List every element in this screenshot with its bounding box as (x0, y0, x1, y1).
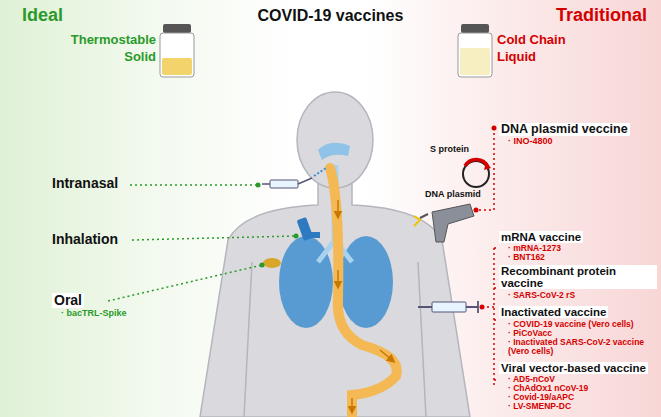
route-label: S protein (430, 145, 469, 155)
vaccine-group: Viral vector-based vaccine· AD5-nCoV· Ch… (499, 359, 657, 411)
nasal-syringe (262, 168, 326, 188)
group-heading: Recombinant protein vaccine (499, 265, 657, 289)
vaccine-group: DNA plasmid veccine· INO-4800 (499, 120, 657, 146)
route-label: Solid (60, 50, 156, 64)
route-label: Traditional (556, 6, 647, 26)
plasmid-symbol (463, 160, 491, 187)
vaccine-item: · PiCoVacc (499, 329, 657, 338)
vaccine-item: · mRNA-1273 (499, 244, 657, 253)
vaccine-item: · bacTRL-Spike (52, 309, 162, 318)
vaccine-group: Oral· bacTRL-Spike (52, 292, 162, 318)
vaccine-group: mRNA vaccine· mRNA-1273· BNT162 (499, 228, 657, 263)
route-label: Thermostable (60, 33, 156, 47)
route-label: DNA plasmid (425, 190, 481, 200)
route-label: Liquid (497, 50, 536, 64)
group-heading: mRNA vaccine (499, 231, 583, 243)
route-label: Ideal (22, 6, 63, 26)
vaccine-item: · Inactivated SARS-CoV-2 vaccine (Vero c… (499, 338, 657, 356)
injection-gun (414, 204, 474, 242)
leader-dots (256, 183, 299, 268)
vaccine-item: · INO-4800 (499, 137, 657, 146)
vaccine-item: · Covid-19/aAPC (499, 393, 657, 402)
leader-lines (108, 185, 296, 301)
vaccine-item: · AD5-nCoV (499, 375, 657, 384)
group-heading: DNA plasmid veccine (499, 123, 630, 136)
inhaler (297, 217, 320, 241)
route-label: Inhalation (52, 232, 118, 247)
solid-vial (160, 24, 194, 77)
oral-pill (263, 258, 281, 268)
vaccine-item: · LV-SMENP-DC (499, 402, 657, 411)
route-label: Cold Chain (497, 33, 566, 47)
group-heading: Viral vector-based vaccine (499, 362, 648, 374)
route-label: Intranasal (52, 176, 118, 191)
vaccine-item: · COVID-19 vaccine (Vero cells) (499, 320, 657, 329)
vaccine-item: · BNT162 (499, 253, 657, 262)
group-heading: Oral (52, 293, 84, 308)
leader-dots-red (474, 126, 497, 310)
human-silhouette (200, 92, 470, 417)
leader-lines-red (476, 128, 499, 385)
vaccine-group: Inactivated vaccine · COVID-19 vaccine (V… (499, 303, 657, 355)
vaccine-group: Recombinant protein vaccine · SARS-CoV-2 … (499, 265, 657, 300)
group-heading: Inactivated vaccine (499, 306, 608, 318)
syringe (418, 301, 478, 313)
vaccine-item: · SARS-CoV-2 rS (499, 291, 657, 300)
digestive-tract (330, 168, 397, 417)
vaccine-item: · ChAdOx1 nCoV-19 (499, 384, 657, 393)
liquid-vial (458, 24, 492, 77)
